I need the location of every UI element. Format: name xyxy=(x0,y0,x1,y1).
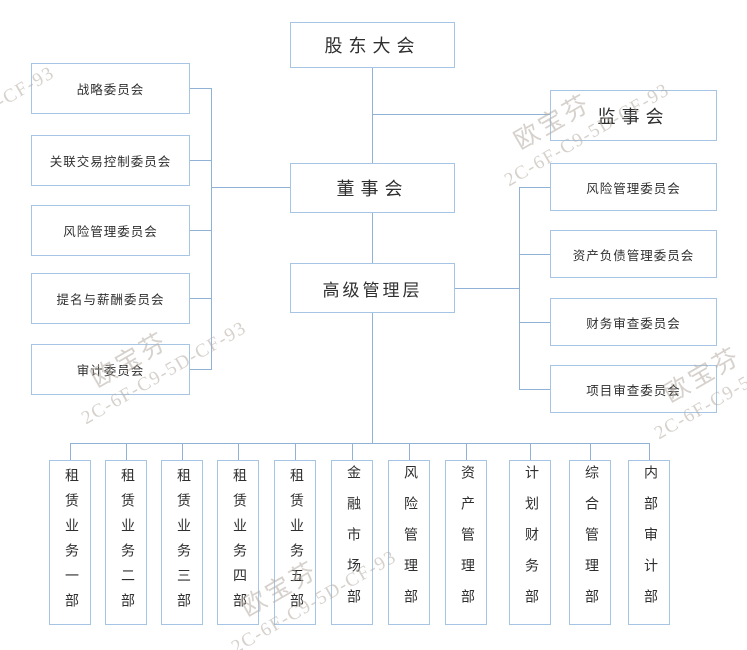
connector-line xyxy=(190,88,212,89)
connector-line xyxy=(649,443,650,460)
node-leasing-dept-5: 租赁业务五部 xyxy=(274,460,316,625)
node-supervisory-board: 监事会 xyxy=(550,90,717,141)
node-financial-markets-dept: 金融市场部 xyxy=(331,460,373,625)
node-leasing-dept-1: 租赁业务一部 xyxy=(49,460,91,625)
connector-line xyxy=(238,443,239,460)
connector-line xyxy=(295,443,296,460)
node-planning-finance-dept: 计划财务部 xyxy=(509,460,551,625)
connector-line xyxy=(530,443,531,460)
connector-line xyxy=(519,389,550,390)
node-nomination-remuneration-committee: 提名与薪酬委员会 xyxy=(31,273,190,324)
connector-line xyxy=(409,443,410,460)
connector-line xyxy=(211,187,290,188)
node-risk-management-committee-board: 风险管理委员会 xyxy=(31,205,190,256)
connector-line xyxy=(372,68,373,163)
connector-line xyxy=(190,160,212,161)
node-leasing-dept-2: 租赁业务二部 xyxy=(105,460,147,625)
node-internal-audit-dept: 内部审计部 xyxy=(628,460,670,625)
connector-line xyxy=(455,288,520,289)
connector-line xyxy=(372,313,373,443)
node-audit-committee: 审计委员会 xyxy=(31,344,190,395)
node-risk-management-committee-mgmt: 风险管理委员会 xyxy=(550,163,717,211)
node-board-of-directors: 董事会 xyxy=(290,163,455,213)
connector-line xyxy=(352,443,353,460)
connector-line xyxy=(70,443,650,444)
node-leasing-dept-3: 租赁业务三部 xyxy=(161,460,203,625)
node-financial-review-committee: 财务审查委员会 xyxy=(550,298,717,346)
connector-line xyxy=(190,298,212,299)
node-senior-management: 高级管理层 xyxy=(290,263,455,313)
connector-line xyxy=(519,187,550,188)
connector-line xyxy=(126,443,127,460)
node-risk-management-dept: 风险管理部 xyxy=(388,460,430,625)
node-strategy-committee: 战略委员会 xyxy=(31,63,190,114)
node-leasing-dept-4: 租赁业务四部 xyxy=(217,460,259,625)
connector-line xyxy=(182,443,183,460)
connector-line xyxy=(466,443,467,460)
connector-line xyxy=(190,230,212,231)
node-asset-management-dept: 资产管理部 xyxy=(445,460,487,625)
connector-line xyxy=(211,88,212,370)
node-project-review-committee: 项目审查委员会 xyxy=(550,365,717,413)
connector-line xyxy=(519,254,550,255)
node-general-management-dept: 综合管理部 xyxy=(569,460,611,625)
connector-line xyxy=(70,443,71,460)
connector-line xyxy=(372,114,550,115)
node-asset-liability-management-committee: 资产负债管理委员会 xyxy=(550,230,717,278)
node-shareholders-meeting: 股东大会 xyxy=(290,22,455,68)
connector-line xyxy=(519,322,550,323)
node-related-transaction-control-committee: 关联交易控制委员会 xyxy=(31,135,190,186)
connector-line xyxy=(372,213,373,263)
connector-line xyxy=(190,369,212,370)
connector-line xyxy=(590,443,591,460)
